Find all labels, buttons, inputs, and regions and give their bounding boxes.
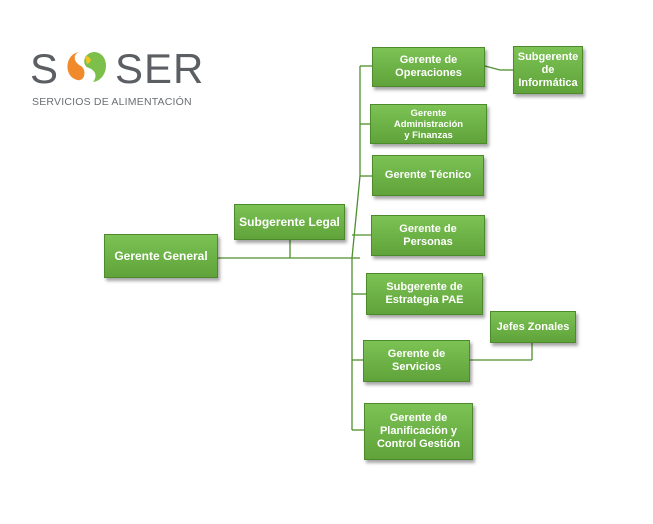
node-gerente-personas: Gerente de Personas [371,215,485,256]
logo-wordmark: S SER [30,46,204,92]
logo-letters-ser: SER [115,45,205,92]
logo-subtitle: SERVICIOS DE ALIMENTACIÓN [32,96,192,108]
node-jefes-zonales: Jefes Zonales [490,311,576,343]
node-gerente-operaciones: Gerente de Operaciones [372,47,485,87]
connector-informatica-a [484,65,501,71]
node-gerente-servicios: Gerente de Servicios [363,340,470,382]
node-subgerente-informatica: Subgerente de Informática [513,46,583,94]
node-gerente-tecnico: Gerente Técnico [372,155,484,196]
node-gerente-administracion: Gerente Administración y Finanzas [370,104,487,144]
logo-leaf-icon [59,46,115,86]
node-subgerente-estrategia: Subgerente de Estrategia PAE [366,273,483,315]
logo-letter-s: S [30,45,60,92]
node-gerente-general: Gerente General [104,234,218,278]
soser-logo: S SER SERVICIOS DE ALIMENTACIÓN [30,46,203,116]
node-subgerente-legal: Subgerente Legal [234,204,345,240]
node-gerente-planificacion: Gerente de Planificación y Control Gesti… [364,403,473,460]
connector-upper-diagonal [351,175,361,259]
